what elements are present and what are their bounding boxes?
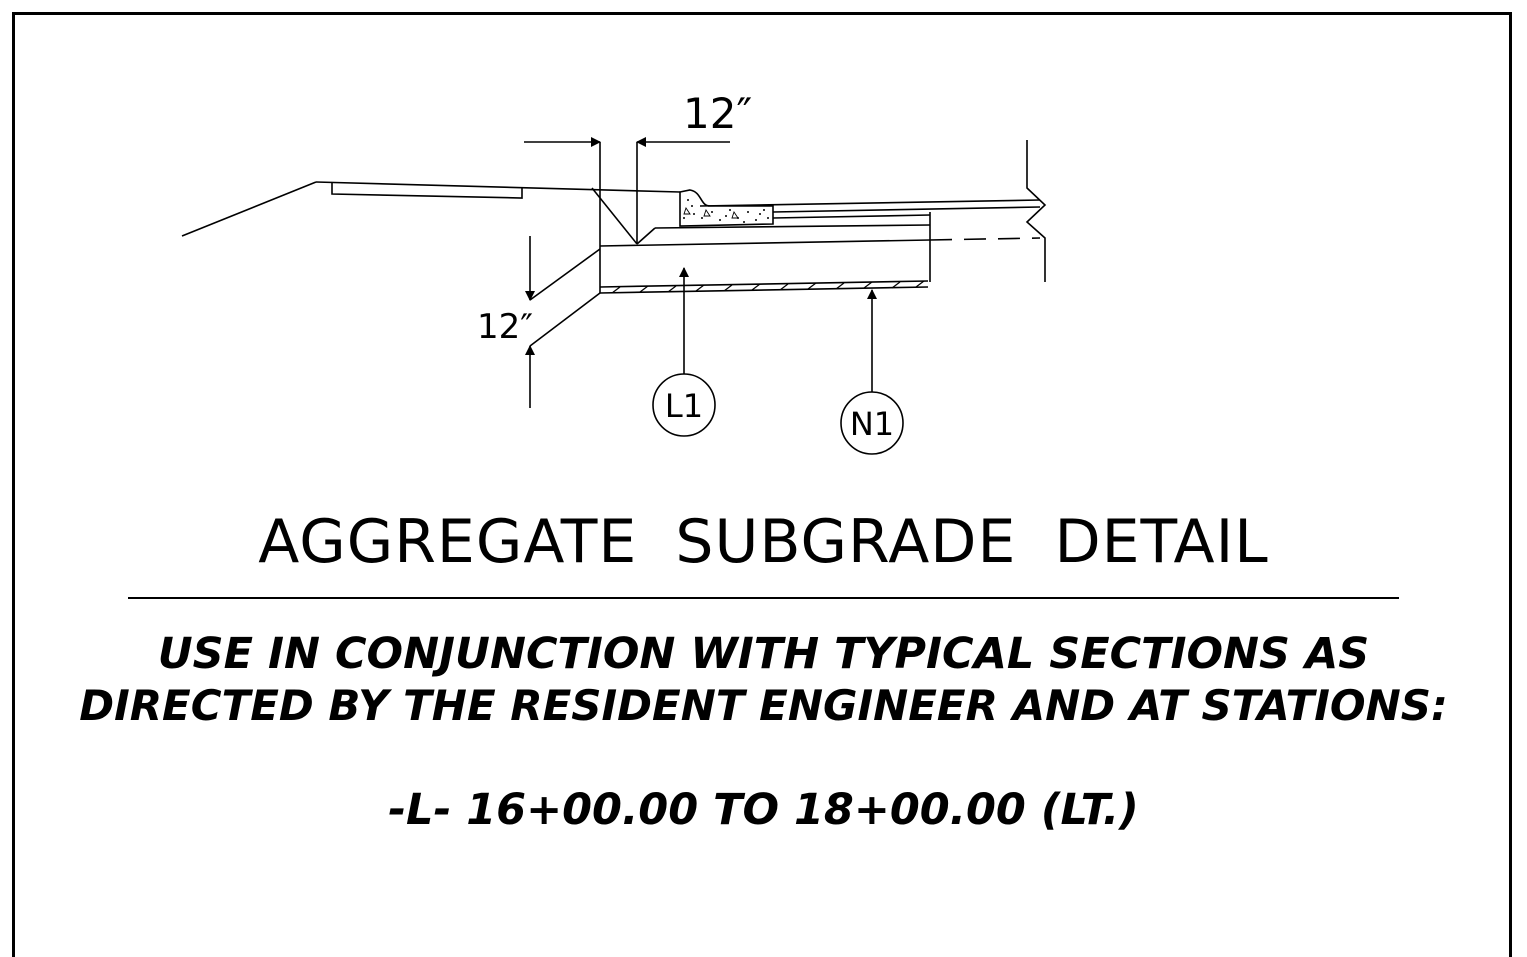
base-top-line — [654, 224, 931, 229]
concrete-stipple — [683, 199, 769, 223]
shoulder-paved-strip — [331, 183, 523, 199]
callout-circle-n1 — [840, 391, 904, 455]
dashed-continuation-line — [929, 237, 1041, 241]
shoulder-surface-line — [315, 181, 681, 193]
pavement-layer-line-1 — [772, 206, 1041, 213]
note-line-1: USE IN CONJUNCTION WITH TYPICAL SECTIONS… — [157, 629, 1370, 679]
fill-slope-line — [181, 181, 317, 237]
geotextile-hatch — [611, 280, 925, 294]
title-underline — [128, 597, 1399, 599]
base-line-2 — [599, 239, 931, 247]
ditch-right-side — [636, 227, 656, 245]
subgrade-bottom-line — [599, 280, 929, 288]
undercut-slope-lower — [529, 292, 601, 347]
ditch-left-side — [591, 187, 638, 245]
note-line-2: DIRECTED BY THE RESIDENT ENGINEER AND AT… — [79, 681, 1448, 730]
undercut-slope-upper — [529, 248, 601, 301]
break-line — [1025, 140, 1047, 282]
pavement-layer-line-2 — [772, 214, 931, 219]
detail-title: AGGREGATE SUBGRADE DETAIL — [258, 507, 1269, 577]
sheet-border — [12, 12, 1512, 957]
dimension-label-left: 12″ — [477, 307, 533, 347]
callout-circle-l1 — [652, 373, 716, 437]
dimension-label-top: 12″ — [683, 89, 752, 138]
geotextile-bottom-line — [599, 286, 929, 294]
station-range: -L- 16+00.00 TO 18+00.00 (LT.) — [388, 785, 1139, 835]
callout-label-n1: N1 — [850, 405, 894, 443]
curb-gutter-outline — [679, 189, 774, 227]
pavement-surface-line — [699, 199, 1041, 207]
callout-label-l1: L1 — [665, 387, 703, 425]
